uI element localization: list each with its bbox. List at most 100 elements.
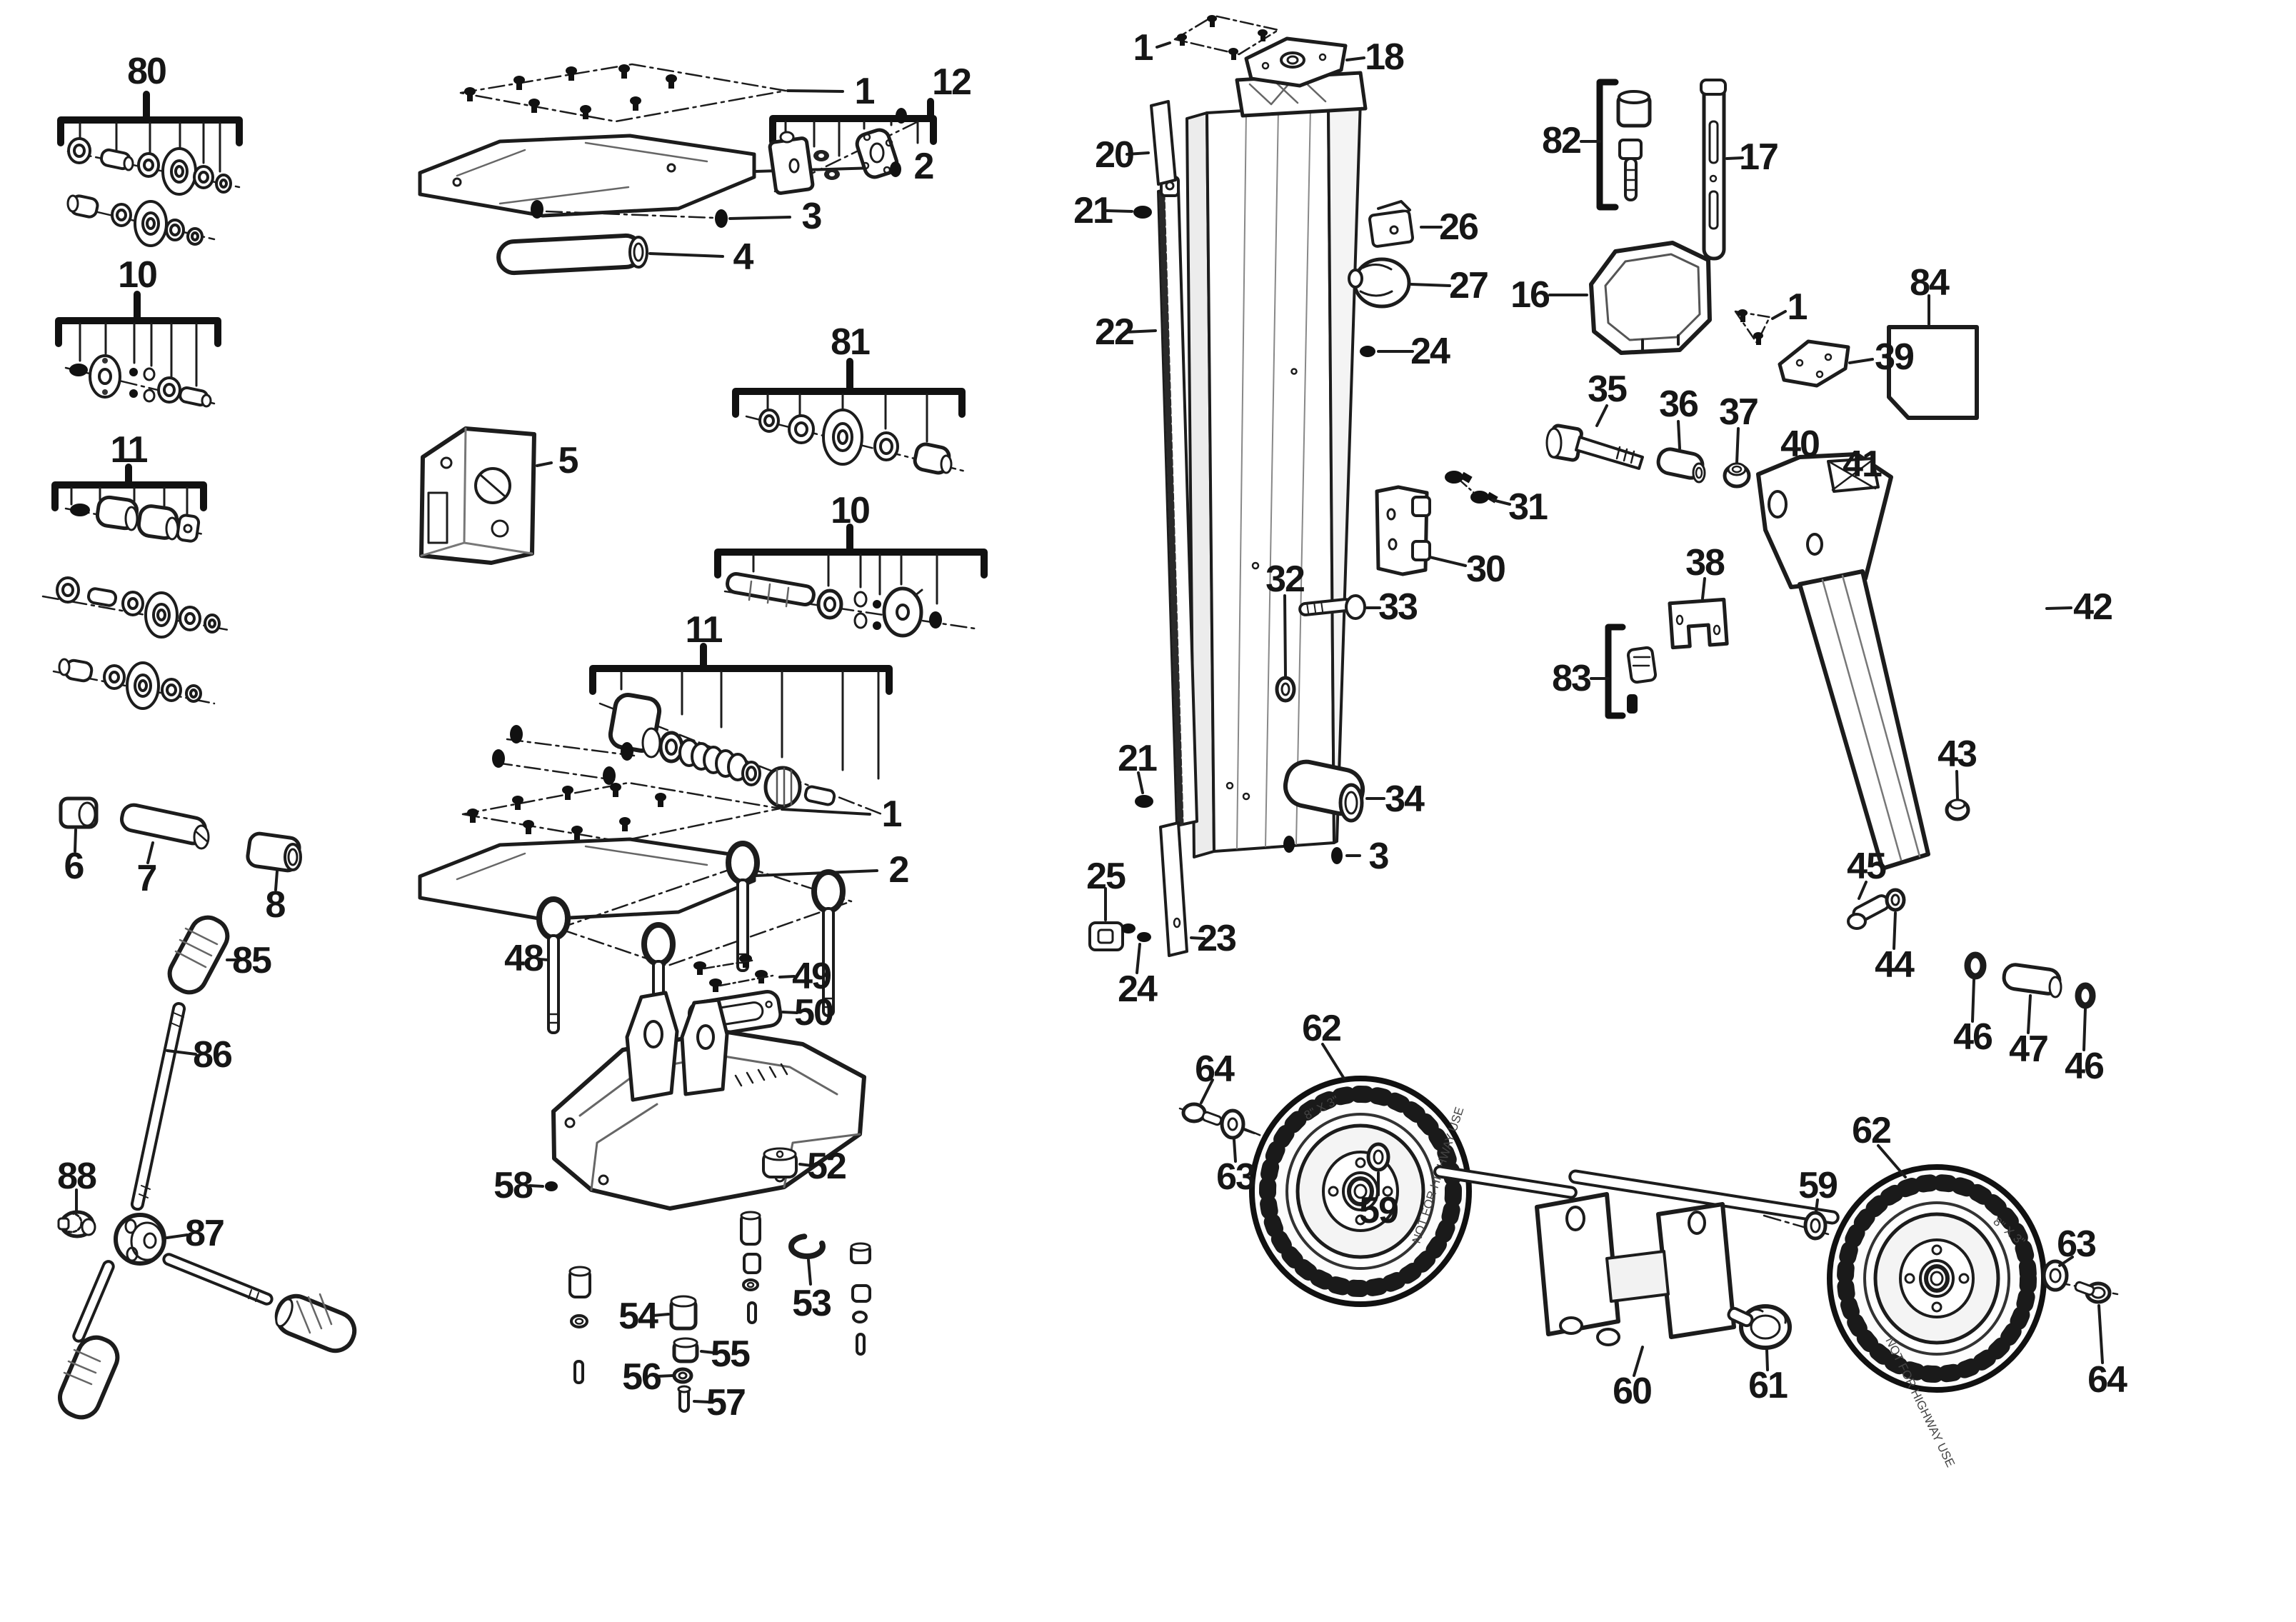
part-callout-47: 47: [2009, 1028, 2049, 1070]
group-80-bracket: [57, 91, 243, 146]
grip-85: [167, 915, 243, 995]
cap-55: [672, 1337, 716, 1363]
part-callout-45: 45: [1847, 846, 1887, 887]
sleeve-8: [246, 831, 302, 891]
foot-52: [762, 1147, 813, 1178]
part-callout-18: 18: [1365, 36, 1405, 78]
part-callout-62: 62: [1852, 1110, 1892, 1151]
washer-32: [1275, 594, 1296, 703]
setscrews-3b: [1283, 836, 1361, 864]
part-callout-11: 11: [110, 429, 149, 471]
nut-37: [1723, 427, 1751, 489]
part-callout-52: 52: [807, 1146, 847, 1187]
clip-26: [1368, 200, 1443, 248]
pin-24-top: [1360, 346, 1414, 357]
part-callout-81: 81: [831, 321, 871, 363]
part-callout-10: 10: [118, 254, 158, 296]
nut-88: [57, 1188, 96, 1238]
bolt-64-right: [2074, 1281, 2112, 1364]
screw-21b: [1135, 771, 1153, 808]
pin-cluster: [492, 725, 636, 785]
group-10b-parts: [723, 554, 976, 638]
part-callout-16: 16: [1510, 274, 1550, 316]
washer-56: [656, 1367, 693, 1384]
pedal-16: [1548, 241, 1712, 355]
part-callout-4: 4: [733, 236, 754, 278]
part-callout-62: 62: [1302, 1008, 1342, 1049]
group-81-parts: [745, 393, 967, 475]
part-callout-46: 46: [1953, 1016, 1993, 1058]
part-callout-63: 63: [2057, 1223, 2097, 1265]
handle-rods: [58, 1253, 357, 1420]
clip-53: [788, 1233, 826, 1286]
part-callout-12: 12: [932, 61, 972, 103]
group-11-left-bracket: [51, 464, 207, 511]
pins-24b: [1121, 923, 1151, 974]
screw-set-1-top: [459, 63, 844, 123]
part-callout-43: 43: [1937, 734, 1977, 775]
part-callout-85: 85: [232, 940, 272, 981]
pad-25: [1088, 887, 1124, 951]
part-callout-84: 84: [1910, 262, 1950, 304]
part-callout-80: 80: [127, 51, 167, 92]
part-callout-44: 44: [1875, 944, 1915, 986]
part-callout-86: 86: [193, 1034, 233, 1076]
part-callout-50: 50: [794, 992, 834, 1033]
washer-63-right: [2042, 1256, 2074, 1292]
part-callout-32: 32: [1265, 559, 1305, 600]
part-callout-24: 24: [1410, 331, 1450, 372]
part-callout-56: 56: [622, 1356, 662, 1398]
part-callout-7: 7: [136, 858, 158, 899]
part-callout-1: 1: [881, 794, 903, 835]
block-5: [419, 426, 553, 565]
part-callout-10: 10: [831, 490, 871, 531]
part-callout-87: 87: [185, 1213, 225, 1254]
washer-59-left: [1366, 1142, 1390, 1196]
part-callout-34: 34: [1385, 779, 1425, 820]
part-callout-64: 64: [1195, 1048, 1235, 1090]
part-callout-55: 55: [711, 1333, 751, 1375]
group-10-left-parts: [64, 322, 216, 408]
pulley-row-b: [52, 658, 216, 710]
bushing-54: [651, 1295, 698, 1331]
part-callout-22: 22: [1095, 311, 1135, 353]
clamp-38: [1668, 577, 1729, 650]
pulley-row-a: [41, 576, 230, 639]
part-callout-58: 58: [493, 1165, 533, 1206]
part-callout-61: 61: [1748, 1365, 1788, 1406]
part-callout-8: 8: [265, 884, 286, 926]
part-callout-59: 59: [1798, 1165, 1838, 1206]
screw-21-top: [1106, 206, 1152, 219]
part-callout-3: 3: [801, 196, 823, 237]
part-callout-17: 17: [1739, 136, 1779, 178]
group-80-parts: [66, 137, 241, 247]
group-12-parts: [768, 108, 923, 195]
part-callout-33: 33: [1378, 586, 1418, 628]
part-callout-46: 46: [2065, 1046, 2105, 1087]
part-callout-27: 27: [1449, 265, 1489, 306]
screw-58: [528, 1181, 558, 1191]
part-callout-31: 31: [1508, 486, 1548, 528]
setscrews-3-top: [531, 200, 791, 228]
left-wheel: 8" X 3" NOT FOR HIGHWAY USE: [1178, 1043, 1472, 1307]
part-callout-38: 38: [1685, 542, 1725, 584]
part-callout-3: 3: [1368, 836, 1390, 877]
part-callout-21: 21: [1073, 190, 1113, 231]
bracket-39: [1778, 339, 1874, 388]
group-11-left-parts: [64, 486, 205, 543]
part-callout-49: 49: [792, 956, 832, 997]
part-callout-26: 26: [1439, 206, 1479, 248]
knob-61: [1727, 1304, 1792, 1371]
part-callout-1: 1: [1133, 27, 1154, 69]
part-callout-88: 88: [57, 1156, 97, 1197]
strip-23: [1159, 821, 1205, 957]
leg-42: [1756, 452, 2072, 871]
part-callout-5: 5: [558, 440, 579, 481]
plate-2-top: [418, 134, 900, 218]
screw-set-1-mid: [461, 781, 871, 843]
hardware-columns: [568, 1211, 871, 1384]
part-callout-30: 30: [1466, 549, 1506, 590]
screw-set-1-right: [1734, 309, 1787, 345]
part-callout-48: 48: [504, 938, 544, 979]
